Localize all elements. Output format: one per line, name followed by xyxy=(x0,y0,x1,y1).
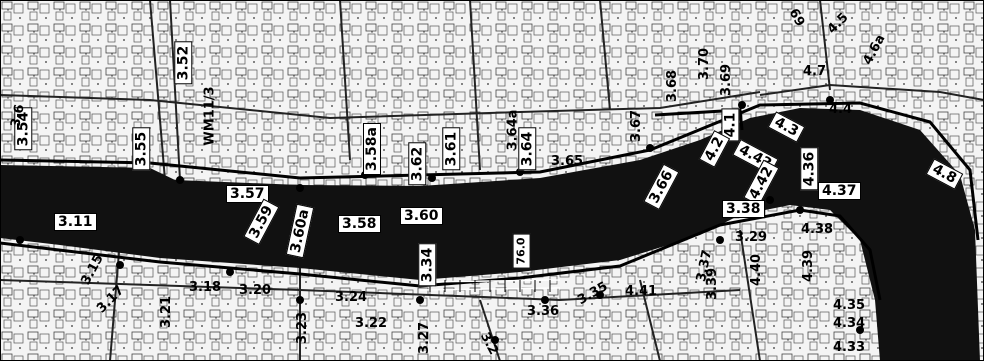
label-3-62: 3.62 xyxy=(408,142,427,186)
label-3-24: 3.24 xyxy=(335,290,368,305)
label-4-34: 4.34 xyxy=(833,316,866,331)
label-4-40: 4.40 xyxy=(749,253,765,287)
label-4-4: 4.4 xyxy=(829,102,853,117)
label-3-69: 3.69 xyxy=(719,63,735,97)
label-3-29: 3.29 xyxy=(735,230,768,245)
label-3-58: 3.58 xyxy=(338,215,381,233)
label-76-0: 76.0 xyxy=(512,233,531,269)
label-3-58a: 3.58a xyxy=(363,123,381,175)
label-4-35: 4.35 xyxy=(833,298,866,313)
survey-points xyxy=(16,96,864,344)
label-3-38: 3.38 xyxy=(722,200,765,218)
label-3-60: 3.60 xyxy=(400,207,443,225)
label-4-41: 4.41 xyxy=(625,284,658,299)
label-3-20: 3.20 xyxy=(239,283,272,298)
label-wm11-3: WM11/3 xyxy=(202,86,218,146)
label-3-22: 3.22 xyxy=(355,316,388,331)
label-3-64: 3.64 xyxy=(518,127,537,171)
label-3-55: 3.55 xyxy=(132,127,151,171)
label-3-27: 3.27 xyxy=(417,321,433,355)
label-3-65: 3.65 xyxy=(551,154,584,169)
label-3-57: 3.57 xyxy=(226,185,269,203)
label-3-39: 3.39 xyxy=(705,267,721,301)
label-3-11: 3.11 xyxy=(54,213,97,231)
label-3-36: 3.36 xyxy=(527,304,560,319)
river xyxy=(0,108,980,361)
label-3-18: 3.18 xyxy=(189,280,222,295)
label-4-39: 4.39 xyxy=(801,249,817,283)
label-3-70: 3.70 xyxy=(697,47,713,81)
label-3-34: 3.34 xyxy=(418,243,437,287)
label-4-33: 4.33 xyxy=(833,340,866,355)
label-4-37: 4.37 xyxy=(818,182,861,200)
label-3-67: 3.67 xyxy=(629,109,645,143)
label-3-21: 3.21 xyxy=(159,295,175,329)
label-4-7: 4.7 xyxy=(803,64,827,79)
label-4-38: 4.38 xyxy=(801,222,834,237)
label-3-52: 3.52 xyxy=(174,41,193,85)
label-3-23: 3.23 xyxy=(295,311,311,345)
embankment-lines xyxy=(0,101,980,301)
label-3-68: 3.68 xyxy=(665,69,681,103)
label-4-36: 4.36 xyxy=(800,147,819,191)
label-3-61: 3.61 xyxy=(442,127,461,171)
